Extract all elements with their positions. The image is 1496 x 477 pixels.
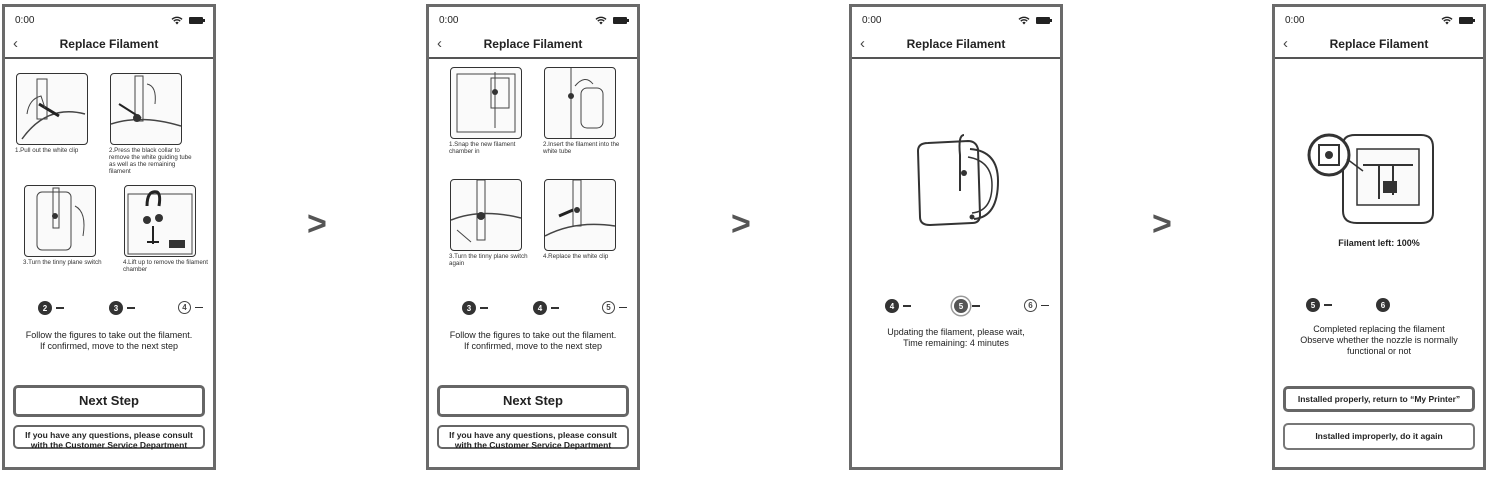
nav-bar: ‹ Replace Filament: [852, 31, 1060, 59]
back-chevron-icon[interactable]: ‹: [437, 35, 442, 52]
nav-bar: ‹ Replace Filament: [1275, 31, 1483, 59]
clip-illustration-icon: [544, 179, 616, 251]
printer-side-illustration-icon: [916, 134, 1000, 227]
flow-arrow: >: [1152, 205, 1172, 243]
figure-2: 2.Press the black collar to remove the w…: [109, 73, 197, 175]
step-dot-current: 6: [1376, 298, 1390, 312]
figure-caption: 3.Turn the tinny plane switch: [23, 259, 102, 266]
status-time: 0:00: [1285, 15, 1305, 26]
status-bar: 0:00: [862, 15, 1052, 29]
next-step-button[interactable]: Next Step: [437, 385, 629, 417]
status-bar: 0:00: [15, 15, 205, 29]
figure-3: 3.Turn the tinny plane switch: [23, 185, 111, 266]
figure-caption: 2.Press the black collar to remove the w…: [109, 147, 192, 175]
step-dot-upcoming: 5: [602, 301, 615, 314]
figure-caption: 1.Pull out the white clip: [15, 147, 79, 154]
snap-illustration-icon: [450, 67, 522, 139]
nav-bar: ‹ Replace Filament: [5, 31, 213, 59]
step-dot-upcoming: 4: [178, 301, 191, 314]
figure-caption: 4.Lift up to remove the filament chamber: [123, 259, 208, 273]
installed-improperly-button[interactable]: Installed improperly, do it again: [1283, 423, 1475, 450]
battery-icon: [1459, 17, 1475, 24]
page-title: Replace Filament: [483, 37, 583, 51]
step-dot-current: 2: [38, 301, 52, 315]
figure-3: 3.Turn the tinny plane switch again: [449, 179, 537, 267]
page-title: Replace Filament: [906, 37, 1006, 51]
status-time: 0:00: [862, 15, 882, 26]
status-bar: 0:00: [1285, 15, 1475, 29]
status-bar: 0:00: [439, 15, 629, 29]
figure-4: 4.Lift up to remove the filament chamber: [123, 185, 211, 273]
collar-illustration-icon: [110, 73, 182, 145]
figure-caption: 1.Snap the new filament chamber in: [449, 141, 516, 155]
figure-1: 1.Pull out the white clip: [15, 73, 103, 154]
figure-2: 2.Insert the filament into the white tub…: [543, 67, 631, 155]
figure-4: 4.Replace the white clip: [543, 179, 631, 260]
step-dot: 5: [1306, 298, 1320, 312]
filament-left-label: Filament left: 100%: [1338, 238, 1420, 248]
insert-illustration-icon: [544, 67, 616, 139]
flow-arrow: >: [307, 205, 327, 243]
figure-caption: 2.Insert the filament into the white tub…: [543, 141, 620, 155]
step-dot: 4: [885, 299, 899, 313]
customer-service-button[interactable]: If you have any questions, please consul…: [13, 425, 205, 450]
next-step-button[interactable]: Next Step: [13, 385, 205, 417]
printer-nozzle-illustration-icon: [1307, 133, 1434, 224]
wifi-icon: [1018, 16, 1030, 25]
installed-properly-button[interactable]: Installed properly, return to “My Printe…: [1283, 386, 1475, 412]
figure-caption: 4.Replace the white clip: [543, 253, 609, 260]
switch-illustration-icon: [24, 185, 96, 257]
step-indicator: 3 4 5: [429, 301, 637, 319]
nav-bar: ‹ Replace Filament: [429, 31, 637, 59]
step-dot-current: 5: [954, 299, 968, 313]
instruction-message: Follow the figures to take out the filam…: [449, 330, 617, 351]
battery-icon: [1036, 17, 1052, 24]
page-title: Replace Filament: [59, 37, 159, 51]
figure-1: 1.Snap the new filament chamber in: [449, 67, 537, 155]
completion-message: Completed replacing the filament Observe…: [1300, 324, 1458, 356]
status-time: 0:00: [15, 15, 35, 26]
instruction-message: Follow the figures to take out the filam…: [25, 330, 193, 351]
step-dot: 3: [109, 301, 123, 315]
wifi-icon: [1441, 16, 1453, 25]
step-indicator: 4 5 6: [852, 299, 1060, 317]
clip-illustration-icon: [16, 73, 88, 145]
back-chevron-icon[interactable]: ‹: [860, 35, 865, 52]
step-indicator: 5 6: [1275, 298, 1483, 316]
phone-screen-1: 0:00 ‹ Replace Filament 1.Pull out the w…: [2, 4, 216, 470]
phone-screen-3: 0:00 ‹ Replace Filament 4 5 6 Updating t…: [849, 4, 1063, 470]
customer-service-button[interactable]: If you have any questions, please consul…: [437, 425, 629, 450]
switch-illustration-icon: [450, 179, 522, 251]
chamber-illustration-icon: [124, 185, 196, 257]
figure-caption: 3.Turn the tinny plane switch again: [449, 253, 528, 267]
flow-arrow: >: [731, 205, 751, 243]
battery-icon: [189, 17, 205, 24]
step-indicator: 2 3 4: [5, 301, 213, 319]
wifi-icon: [171, 16, 183, 25]
step-dot-upcoming: 6: [1024, 299, 1037, 312]
page-title: Replace Filament: [1329, 37, 1429, 51]
battery-icon: [613, 17, 629, 24]
step-dot: 3: [462, 301, 476, 315]
back-chevron-icon[interactable]: ‹: [13, 35, 18, 52]
step-dot: 4: [533, 301, 547, 315]
progress-message: Updating the filament, please wait, Time…: [887, 327, 1025, 348]
status-time: 0:00: [439, 15, 459, 26]
phone-screen-2: 0:00 ‹ Replace Filament 1.Snap the new f…: [426, 4, 640, 470]
back-chevron-icon[interactable]: ‹: [1283, 35, 1288, 52]
wifi-icon: [595, 16, 607, 25]
phone-screen-4: 0:00 ‹ Replace Filament Filament left: 1…: [1272, 4, 1486, 470]
